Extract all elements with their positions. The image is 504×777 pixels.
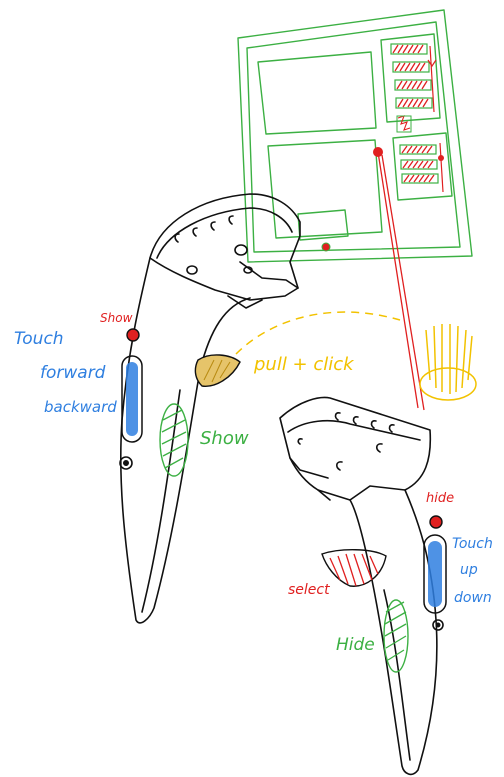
- right-controller-head-lower: [290, 458, 330, 500]
- list-item: [400, 145, 436, 154]
- show-label-grip: Show: [200, 428, 249, 449]
- touch-label-right-3: down: [454, 590, 492, 606]
- right-controller-head: [280, 398, 430, 500]
- touch-label-left-1: Touch: [14, 329, 64, 349]
- right-controller-head-rim: [288, 421, 420, 440]
- sensor-dot: [298, 439, 302, 444]
- scroll-thumb: [438, 155, 444, 161]
- hide-label-top: hide: [426, 491, 454, 506]
- pull-click-label: pull + click: [253, 354, 355, 375]
- sensor-dot: [372, 421, 376, 428]
- ui-panel: [238, 10, 472, 262]
- touch-label-right-1: Touch: [452, 536, 493, 552]
- list-item: [395, 80, 431, 90]
- touch-label-left-3: backward: [44, 398, 117, 416]
- hide-label-grip: Hide: [336, 635, 375, 655]
- right-touchpad-fill: [428, 541, 442, 607]
- left-menu-button[interactable]: [127, 329, 139, 341]
- panel-list-top: [381, 34, 440, 122]
- sensor-dot: [187, 266, 197, 274]
- sensor-dot: [211, 222, 215, 230]
- panel-inner-frame: [247, 22, 460, 252]
- list-item: [396, 98, 432, 108]
- list-item: [391, 44, 427, 54]
- left-pointer-dot: [322, 243, 330, 251]
- pull-click-arc: [236, 312, 400, 354]
- right-system-button-inner: [436, 623, 441, 628]
- pointer-cone: [420, 324, 476, 400]
- list-item: [401, 160, 437, 169]
- sensor-dot: [193, 228, 197, 236]
- left-controller: [121, 194, 300, 623]
- list-item: [402, 174, 438, 183]
- sensor-dot: [235, 245, 247, 255]
- list-scrollbar: [440, 143, 443, 192]
- laser-hit-point: [373, 147, 383, 157]
- sensor-dot: [337, 462, 342, 470]
- sensor-dot: [377, 444, 382, 452]
- left-grip-hatch: [162, 410, 186, 468]
- sensor-dot: [336, 413, 340, 420]
- right-controller-handle: [350, 490, 437, 774]
- left-controller-head-lower: [228, 262, 298, 308]
- touch-label-left-2: forward: [40, 363, 106, 383]
- sensor-dot: [229, 216, 233, 224]
- left-controller-head: [150, 194, 300, 300]
- left-touchpad-fill: [126, 362, 138, 436]
- right-menu-button[interactable]: [430, 516, 442, 528]
- sensor-dot: [390, 425, 394, 432]
- left-system-button-inner: [123, 460, 129, 466]
- touch-label-right-2: up: [460, 562, 478, 578]
- panel-list-items-top: [391, 44, 436, 112]
- sensor-dot: [175, 234, 179, 242]
- list-item: [393, 62, 429, 72]
- panel-main-area-top: [258, 52, 376, 134]
- panel-list-items-bottom: [400, 143, 444, 192]
- show-label-top: Show: [100, 311, 133, 325]
- select-label: select: [288, 582, 330, 598]
- sensor-dot: [354, 417, 358, 424]
- panel-scribble: [397, 116, 411, 132]
- left-controller-head-rim: [157, 208, 292, 258]
- panel-outer-frame: [238, 10, 472, 262]
- panel-main-area-bottom: [268, 140, 382, 238]
